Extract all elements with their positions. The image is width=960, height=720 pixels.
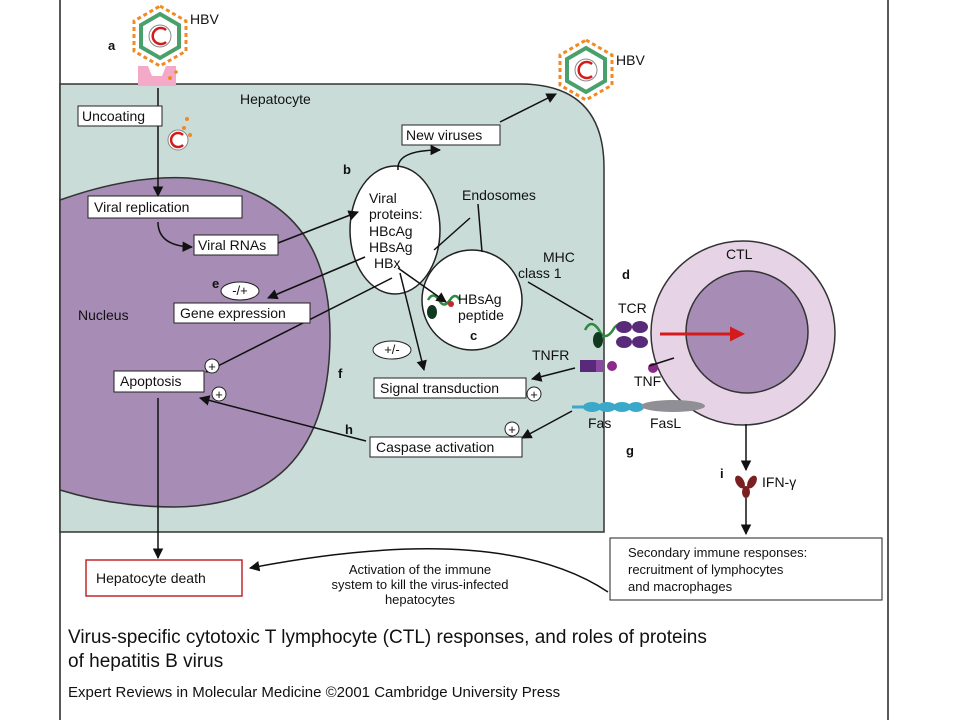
caption-credit: Expert Reviews in Molecular Medicine ©20…: [68, 684, 560, 701]
caption-line-1: Virus-specific cytotoxic T lymphocyte (C…: [68, 627, 707, 648]
nucleus-label: Nucleus: [78, 307, 129, 323]
ifn-label: IFN-γ: [762, 474, 796, 490]
viral-proteins-line: Viral: [369, 190, 397, 206]
uncoating-label: Uncoating: [82, 108, 145, 124]
step-letter-b: b: [343, 162, 351, 177]
step-letter-h: h: [345, 422, 353, 437]
step-letter-d: d: [622, 267, 630, 282]
plus-sign-icon: [526, 386, 542, 402]
new-viruses-box: [401, 124, 501, 146]
step-letter-i: i: [720, 466, 724, 481]
hbsag-peptide-label: HBsAg: [458, 291, 502, 307]
viral-proteins-line: HBsAg: [369, 239, 413, 255]
tnfr-label: TNFR: [532, 347, 569, 363]
hbv-virus-icon: [558, 38, 614, 102]
hepatocyte-death-label: Hepatocyte death: [96, 570, 206, 586]
secondary-responses-label: and macrophages: [628, 579, 733, 594]
apoptosis-label: Apoptosis: [120, 373, 181, 389]
hbv-label-right: HBV: [616, 52, 645, 68]
hepatocyte-label: Hepatocyte: [240, 91, 311, 107]
endosomes-label: Endosomes: [462, 187, 536, 203]
immune-activation-label: system to kill the virus-infected: [331, 577, 508, 592]
secondary-responses-label: Secondary immune responses:: [628, 545, 807, 560]
viral-rnas-label: Viral RNAs: [198, 237, 266, 253]
plus-sign: +: [215, 387, 223, 402]
modulation-e-label: -/+: [232, 283, 248, 298]
signal-transduction-label: Signal transduction: [380, 380, 499, 396]
plus-sign: +: [530, 387, 538, 402]
fasl-ligand: [641, 400, 705, 412]
hbsag-peptide-label: peptide: [458, 307, 504, 323]
plus-sign-icon: [211, 386, 227, 402]
entry-receptor: [138, 66, 176, 86]
gene-expression-box: [173, 302, 311, 324]
tcr-label: TCR: [618, 300, 647, 316]
modulation-oval-f: [372, 340, 412, 360]
ctl-nucleus: [685, 270, 809, 394]
step-letter-e: e: [212, 276, 219, 291]
hbv-label-top: HBV: [190, 11, 219, 27]
caption-line-2: of hepatitis B virus: [68, 651, 223, 672]
hepatocyte-death-box: [85, 559, 243, 597]
mhc-label: MHC: [543, 249, 575, 265]
fasl-label: FasL: [650, 415, 681, 431]
fas-receptor: [583, 402, 644, 412]
viral-replication-box: [87, 195, 243, 219]
modulation-f-label: +/-: [384, 342, 400, 357]
viral-replication-label: Viral replication: [94, 199, 189, 215]
nucleus: [59, 176, 331, 508]
immune-activation-label: hepatocytes: [385, 592, 456, 607]
uncoating-box: [77, 105, 163, 127]
plus-sign-icon: [504, 421, 520, 437]
endosome: [421, 249, 523, 351]
plus-sign: +: [508, 422, 516, 437]
plus-sign: +: [208, 359, 216, 374]
secondary-responses-box: [609, 537, 883, 601]
mhc-label: class 1: [518, 265, 562, 281]
tnf-label: TNF: [634, 373, 661, 389]
hbv-virus-icon: [132, 4, 188, 68]
viral-proteins-line: proteins:: [369, 206, 423, 222]
uncoated-capsid-icon: [167, 129, 189, 151]
step-letter-c: c: [470, 328, 477, 343]
step-letter-a: a: [108, 38, 116, 53]
ctl-label: CTL: [726, 246, 753, 262]
viral-proteins-line: HBcAg: [369, 223, 413, 239]
signal-transduction-box: [373, 377, 527, 399]
ifn-gamma-icon: [735, 475, 757, 498]
caspase-activation-label: Caspase activation: [376, 439, 494, 455]
viral-proteins-vesicle: [349, 165, 441, 295]
modulation-oval-e: [220, 281, 260, 301]
fas-label: Fas: [588, 415, 611, 431]
secondary-responses-label: recruitment of lymphocytes: [628, 562, 784, 577]
new-viruses-label: New viruses: [406, 127, 482, 143]
caspase-activation-box: [369, 436, 523, 458]
gene-expression-label: Gene expression: [180, 305, 286, 321]
tcr-receptor: [616, 321, 648, 348]
step-letter-f: f: [338, 366, 343, 381]
step-letter-g: g: [626, 443, 634, 458]
viral-proteins-line: HBx: [374, 255, 400, 271]
apoptosis-box: [113, 370, 205, 393]
viral-rnas-box: [193, 234, 279, 256]
immune-activation-label: Activation of the immune: [349, 562, 491, 577]
plus-sign-icon: [204, 358, 220, 374]
